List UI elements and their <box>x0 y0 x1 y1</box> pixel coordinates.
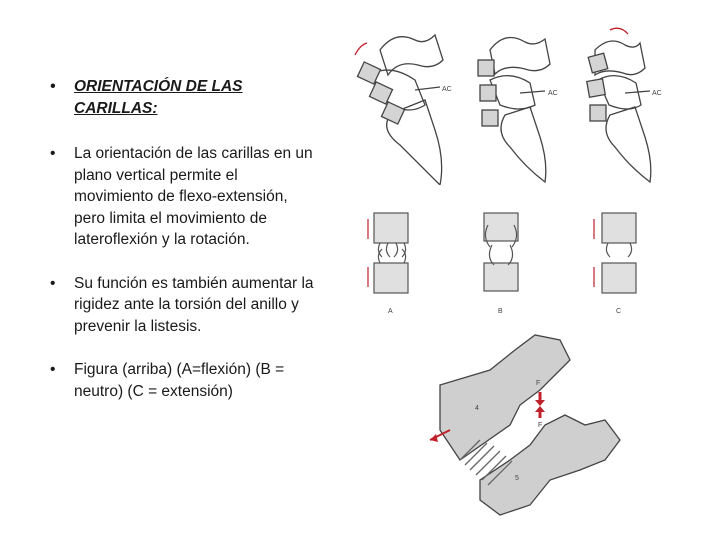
vertebra-5 <box>479 414 621 516</box>
vertebrae-figure: 4 5 F F <box>429 334 621 516</box>
label-vertebra-4: 4 <box>475 405 479 412</box>
label-ac-a: AC <box>442 86 452 93</box>
label-c: C <box>616 308 621 315</box>
label-facet-top: F <box>536 380 540 387</box>
spine-view-extension <box>585 27 652 184</box>
facet-schematic-figure: A B C <box>367 212 637 315</box>
bullet-figure-legend: Figura (arriba) (A=flexión) (B = neutro)… <box>50 359 320 402</box>
facet-schematic-b <box>483 212 519 292</box>
spine-view-neutral <box>477 36 551 184</box>
bullet-function: Su función es también aumentar la rigide… <box>50 273 320 338</box>
spine-view-flexion <box>354 33 444 185</box>
label-facet-bottom: F <box>538 422 542 429</box>
label-ac-b: AC <box>548 90 558 97</box>
bullet-orientation: La orientación de las carillas en un pla… <box>50 143 320 251</box>
label-vertebra-5: 5 <box>515 475 519 482</box>
facet-schematic-a <box>367 212 409 294</box>
bullet-list: ORIENTACIÓN DE LAS CARILLAS: La orientac… <box>50 76 320 424</box>
bullet-title: ORIENTACIÓN DE LAS CARILLAS: <box>50 76 320 119</box>
label-a: A <box>388 308 393 315</box>
spine-lateral-figure: AC AC AC <box>354 27 662 185</box>
facet-schematic-c <box>593 212 637 294</box>
label-ac-c: AC <box>652 90 662 97</box>
label-b: B <box>498 308 503 315</box>
